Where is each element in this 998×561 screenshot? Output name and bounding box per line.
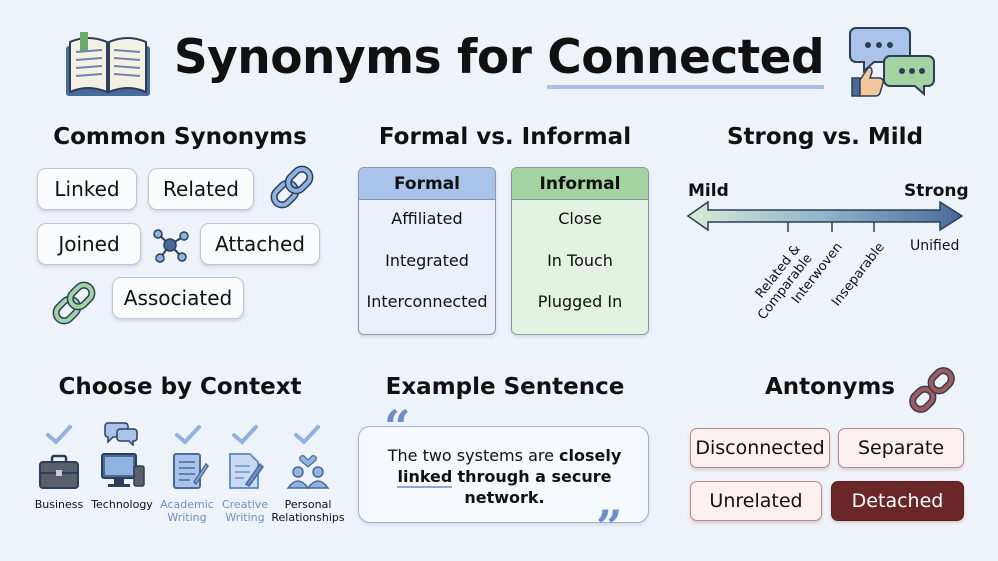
synonym-pill-associated: Associated xyxy=(112,277,244,319)
example-heading: Example Sentence xyxy=(385,374,625,400)
mild-strong-scale-arrow xyxy=(686,200,964,232)
open-quote-icon: “ xyxy=(384,400,411,454)
check-icon xyxy=(294,425,320,445)
formal-item: Interconnected xyxy=(366,292,488,311)
context-label-academic-writing: Academic Writing xyxy=(160,498,214,524)
context-label-technology: Technology xyxy=(91,498,153,511)
context-label-creative-writing: Creative Writing xyxy=(221,498,269,524)
title-highlight: Connected xyxy=(547,30,825,89)
pencil-paper-icon xyxy=(229,453,264,489)
chat-thumbs-up-icon xyxy=(849,27,935,97)
close-quote-icon: ” xyxy=(596,500,623,554)
antonym-pill-unrelated: Unrelated xyxy=(690,481,822,521)
antonym-pill-detached: Detached xyxy=(831,481,964,521)
informal-item: In Touch xyxy=(547,251,613,270)
computer-icon xyxy=(101,453,145,487)
page-title: Synonyms for Connected xyxy=(0,30,998,89)
example-sentence-box: The two systems are closely linked throu… xyxy=(358,426,649,523)
scale-strong-label: Strong xyxy=(904,181,969,201)
chat-bubbles-icon xyxy=(104,422,138,446)
check-icon xyxy=(232,425,258,445)
people-heart-icon xyxy=(286,455,330,489)
synonym-pill-related: Related xyxy=(148,168,254,210)
informal-item: Plugged In xyxy=(537,292,623,311)
check-icon xyxy=(46,425,72,445)
broken-chain-icon xyxy=(909,367,955,413)
formal-item: Affiliated xyxy=(391,209,463,228)
scale-end-label: Unified xyxy=(910,238,960,254)
context-heading: Choose by Context xyxy=(58,374,302,400)
formal-informal-heading: Formal vs. Informal xyxy=(378,124,632,150)
notebook-icon xyxy=(173,453,209,489)
common-synonyms-heading: Common Synonyms xyxy=(53,124,307,150)
informal-item: Close xyxy=(558,209,602,228)
example-sentence: The two systems are closely linked throu… xyxy=(377,445,632,508)
open-book-icon xyxy=(66,32,150,96)
scale-mild-label: Mild xyxy=(688,181,729,201)
chain-link-green-icon xyxy=(52,281,96,325)
antonyms-heading: Antonyms xyxy=(765,374,895,400)
example-text-part: The two systems are xyxy=(387,446,560,465)
synonym-pill-attached: Attached xyxy=(200,223,320,265)
check-icon xyxy=(175,425,201,445)
example-bold: closely xyxy=(559,446,622,465)
formal-item: Integrated xyxy=(385,251,469,270)
informal-column-header: Informal xyxy=(512,168,648,200)
formal-column-header: Formal xyxy=(359,168,495,200)
title-prefix: Synonyms for xyxy=(173,30,532,85)
synonym-pill-linked: Linked xyxy=(37,168,137,210)
strong-mild-heading: Strong vs. Mild xyxy=(726,124,924,150)
context-label-business: Business xyxy=(34,498,84,511)
antonym-pill-separate: Separate xyxy=(838,428,964,468)
informal-column: Informal Close In Touch Plugged In xyxy=(511,167,649,335)
network-nodes-icon xyxy=(153,229,189,263)
example-underlined-word: linked xyxy=(397,467,453,488)
chain-link-icon xyxy=(270,165,314,209)
formal-column: Formal Affiliated Integrated Interconnec… xyxy=(358,167,496,335)
briefcase-icon xyxy=(39,454,79,489)
example-bold: through a secure network. xyxy=(457,467,612,507)
synonym-pill-joined: Joined xyxy=(37,223,141,265)
context-label-personal-relationships: Personal Relationships xyxy=(271,498,345,524)
antonym-pill-disconnected: Disconnected xyxy=(690,428,830,468)
